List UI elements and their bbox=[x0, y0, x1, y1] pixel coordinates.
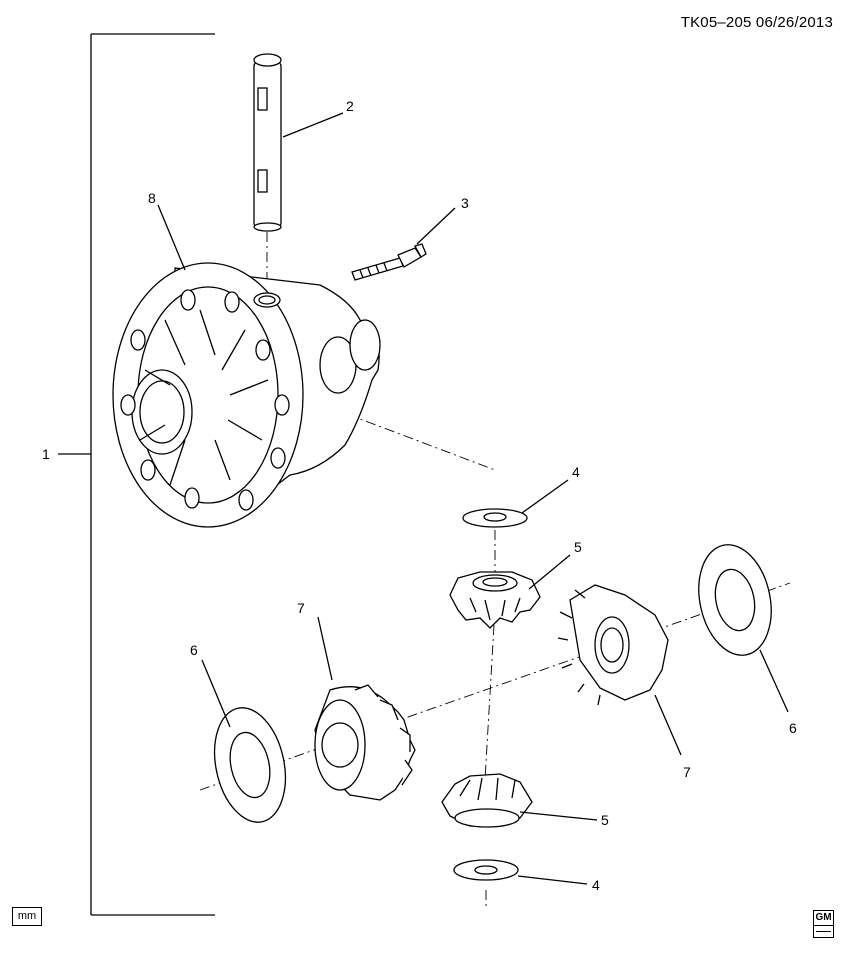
gm-logo-text: GM bbox=[814, 911, 833, 926]
callout-8: 8 bbox=[148, 190, 156, 206]
pinion-gear-upper bbox=[449, 571, 541, 629]
pinion-thrust-washer-lower bbox=[453, 859, 519, 881]
callout-6-right: 6 bbox=[789, 720, 797, 736]
callout-7-left: 7 bbox=[297, 600, 305, 616]
diagram-reference-header: TK05–205 06/26/2013 bbox=[680, 14, 833, 31]
pinion-shaft-bolt bbox=[351, 243, 427, 281]
differential-case bbox=[112, 262, 381, 528]
side-gear-right bbox=[557, 584, 669, 706]
gm-logo: GM bbox=[813, 910, 834, 938]
pinion-cross-shaft bbox=[253, 53, 282, 232]
callout-5-lower: 5 bbox=[601, 812, 609, 828]
assembly-bracket bbox=[58, 33, 215, 916]
pinion-gear-lower bbox=[441, 773, 533, 828]
side-gear-left bbox=[314, 684, 416, 801]
callout-4-upper: 4 bbox=[572, 464, 580, 480]
center-lines bbox=[199, 232, 791, 910]
callout-3: 3 bbox=[461, 195, 469, 211]
callout-6-left: 6 bbox=[190, 642, 198, 658]
callout-4-lower: 4 bbox=[592, 877, 600, 893]
callout-5-upper: 5 bbox=[574, 539, 582, 555]
side-gear-thrust-washer-left bbox=[213, 707, 287, 823]
gm-logo-stripe bbox=[816, 927, 831, 932]
side-gear-thrust-washer-right bbox=[698, 544, 772, 656]
callout-1: 1 bbox=[42, 446, 50, 462]
callout-2: 2 bbox=[346, 98, 354, 114]
callout-7-right: 7 bbox=[683, 764, 691, 780]
pinion-thrust-washer-upper bbox=[462, 508, 528, 528]
units-indicator: mm bbox=[12, 907, 42, 926]
callout-leaders bbox=[157, 112, 789, 885]
